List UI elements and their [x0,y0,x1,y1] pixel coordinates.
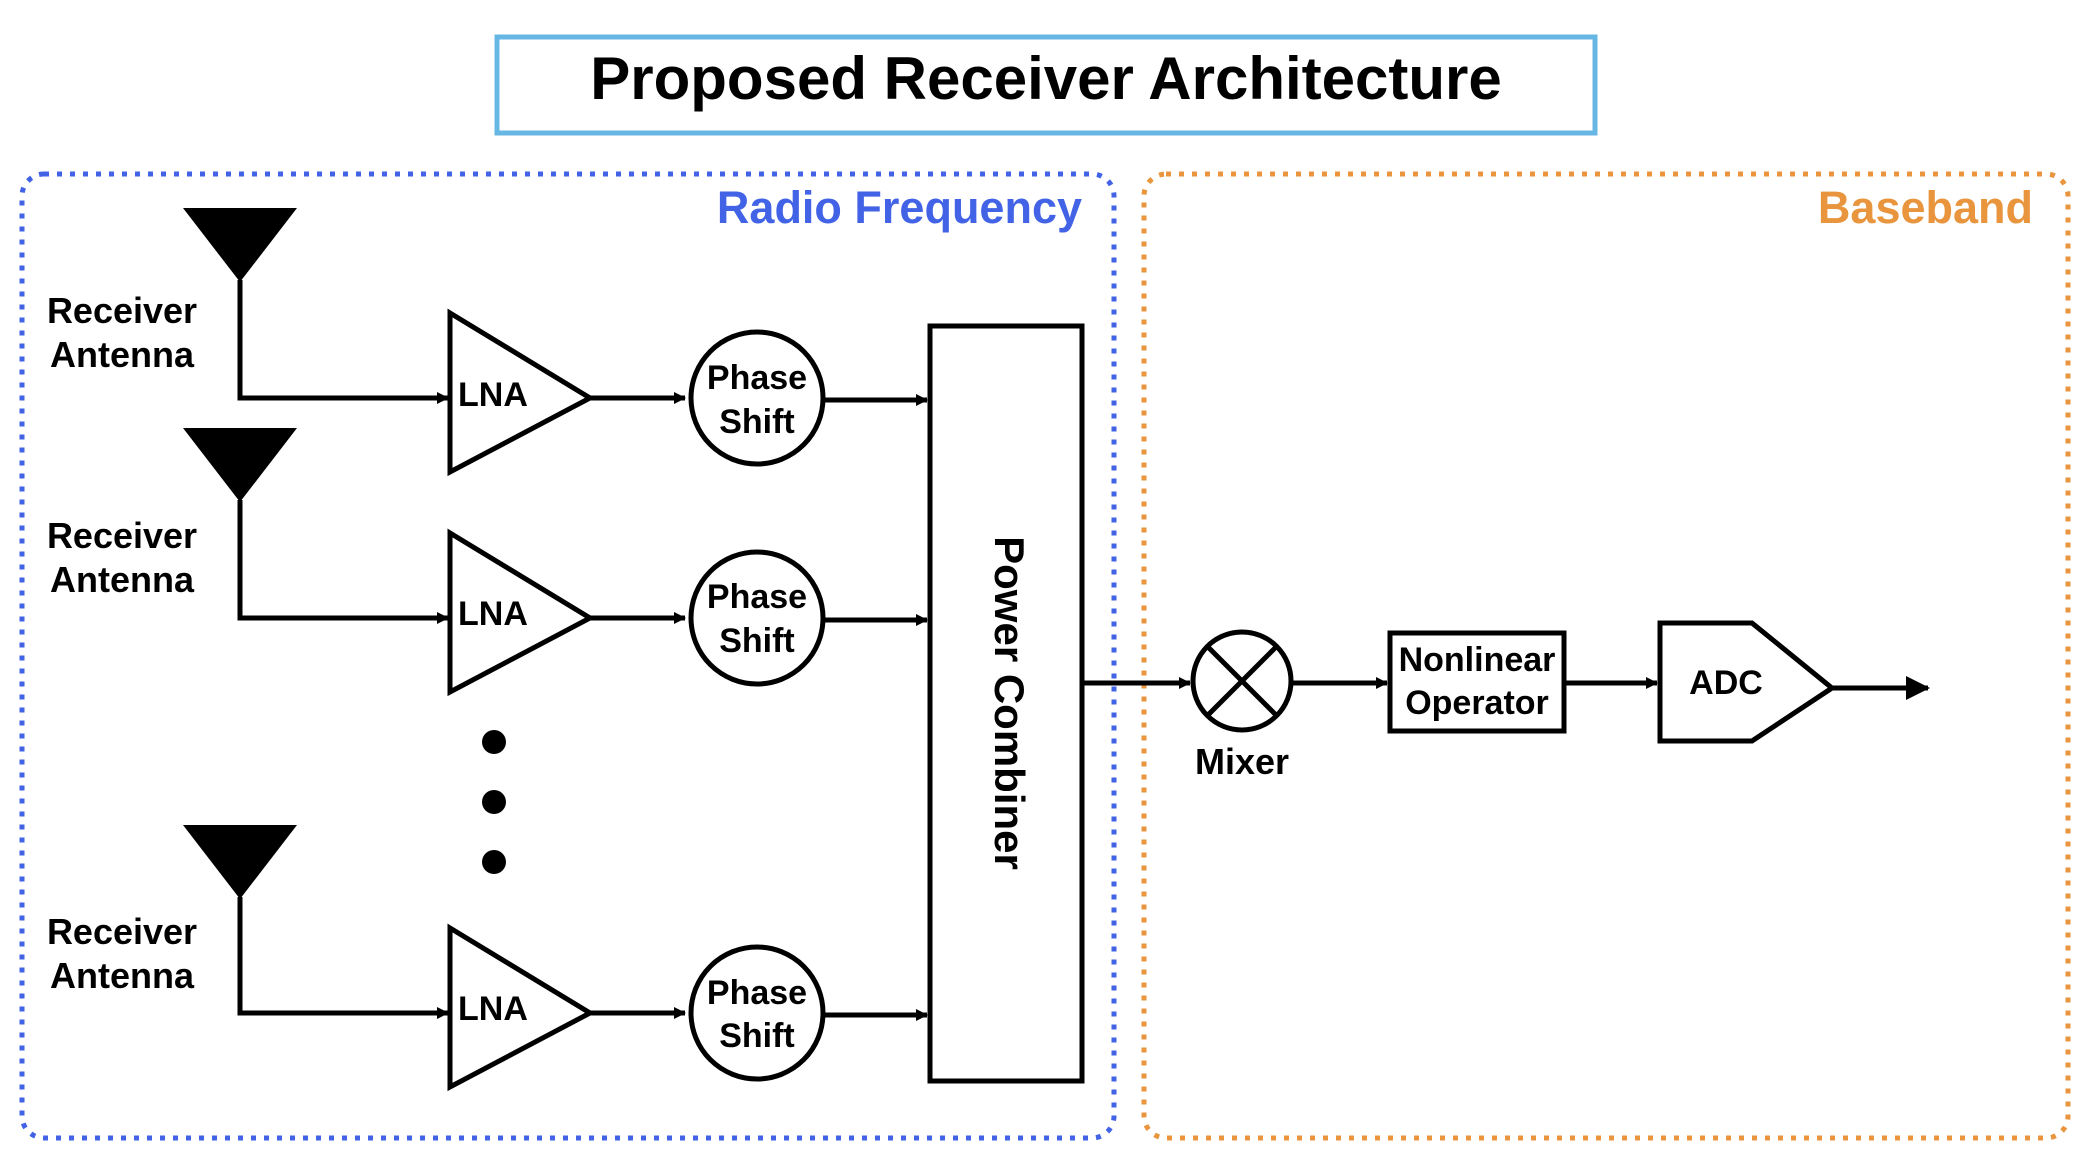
ellipsis-dot [482,790,506,814]
antenna-label: Antenna [50,955,195,996]
nonlinear-operator-label: Nonlinear [1399,641,1556,679]
rf-section-label: Radio Frequency [717,182,1082,233]
antenna-icon [183,208,297,282]
ellipsis-dot [482,730,506,754]
antenna-label: Receiver [47,290,197,331]
lna-label: LNA [458,376,528,414]
power-combiner [927,323,1085,1084]
antenna-label: Receiver [47,911,197,952]
antenna-icon [183,825,297,899]
lna-label: LNA [458,990,528,1028]
adc-label: ADC [1689,664,1763,702]
nonlinear-operator [1387,630,1567,734]
lna-label: LNA [458,595,528,633]
lna-amplifier [447,923,596,1092]
mixer-label: Mixer [1195,741,1289,782]
receiver-branch: Receiver Antenna LNA Phase Shift [47,208,928,477]
phase-shifter [688,944,826,1082]
receiver-branch: Receiver Antenna LNA Phase Shift [47,825,928,1092]
ellipsis-dot [482,850,506,874]
nonlinear-operator-label: Operator [1405,684,1549,722]
phase-shift-label: Shift [719,1017,795,1055]
receiver-branch: Receiver Antenna LNA Phase Shift [47,428,928,697]
phase-shift-label: Shift [719,622,795,660]
phase-shift-label: Shift [719,403,795,441]
phase-shift-label: Phase [707,578,807,616]
antenna-label: Antenna [50,334,195,375]
title-box [494,34,1598,136]
phase-shift-label: Phase [707,359,807,397]
power-combiner-label: Power Combiner [986,536,1033,870]
rf-section-border [19,171,1117,1141]
phase-shifter [688,329,826,467]
lna-amplifier [447,528,596,697]
mixer [1190,629,1294,733]
antenna-label: Receiver [47,515,197,556]
antenna-label: Antenna [50,559,195,600]
antenna-icon [183,428,297,502]
diagram-title: Proposed Receiver Architecture [590,45,1501,112]
adc-block [1657,620,1837,744]
lna-amplifier [447,308,596,477]
baseband-section-label: Baseband [1818,182,2033,233]
ellipsis-dots [482,730,506,874]
antenna-feed-line [237,500,449,624]
phase-shifter [688,549,826,687]
mixer-cross-icon [1205,644,1279,718]
antenna-feed-line [237,280,449,404]
antenna-feed-line [237,897,449,1019]
phase-shift-label: Phase [707,974,807,1012]
